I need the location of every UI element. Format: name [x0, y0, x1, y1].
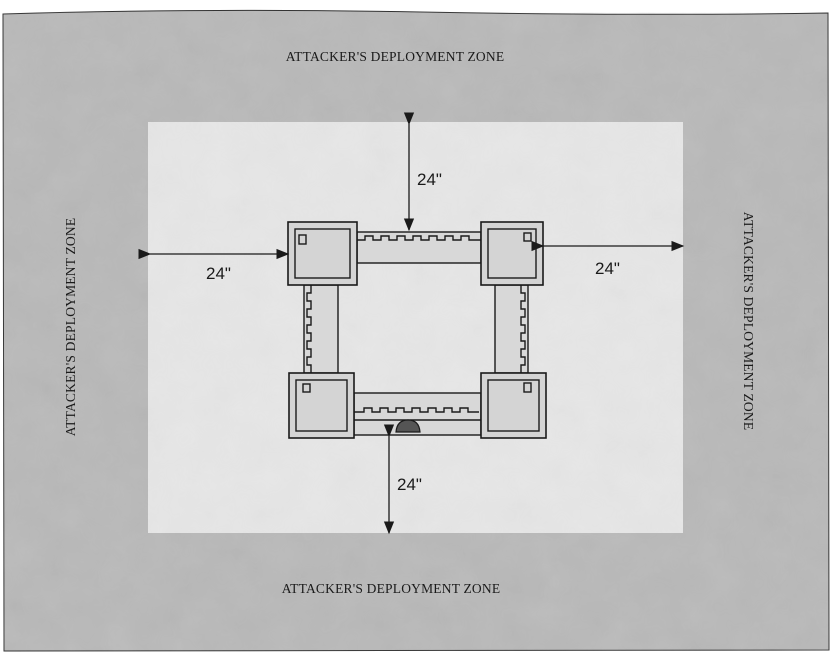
measurement-top: 24" — [403, 112, 442, 232]
measurement-right: 24" — [531, 240, 685, 278]
tower-top-right — [480, 221, 544, 286]
tower-bottom-left — [288, 372, 355, 439]
castle — [287, 221, 547, 439]
zone-label-bottom: ATTACKER'S DEPLOYMENT ZONE — [282, 581, 501, 596]
wall-right — [494, 284, 529, 374]
measurement-left: 24" — [138, 248, 290, 283]
tower-bottom-right — [480, 372, 547, 439]
gate — [395, 419, 421, 433]
zone-label-top: ATTACKER'S DEPLOYMENT ZONE — [286, 49, 505, 64]
distance-label-bottom: 24" — [397, 475, 422, 494]
zone-label-left: ATTACKER'S DEPLOYMENT ZONE — [63, 218, 78, 437]
wall-left — [303, 284, 339, 374]
tower-top-left — [287, 221, 358, 286]
distance-label-left: 24" — [206, 264, 231, 283]
zone-label-right: ATTACKER'S DEPLOYMENT ZONE — [741, 212, 756, 431]
measurement-bottom: 24" — [383, 424, 422, 535]
distance-label-right: 24" — [595, 259, 620, 278]
distance-label-top: 24" — [417, 170, 442, 189]
